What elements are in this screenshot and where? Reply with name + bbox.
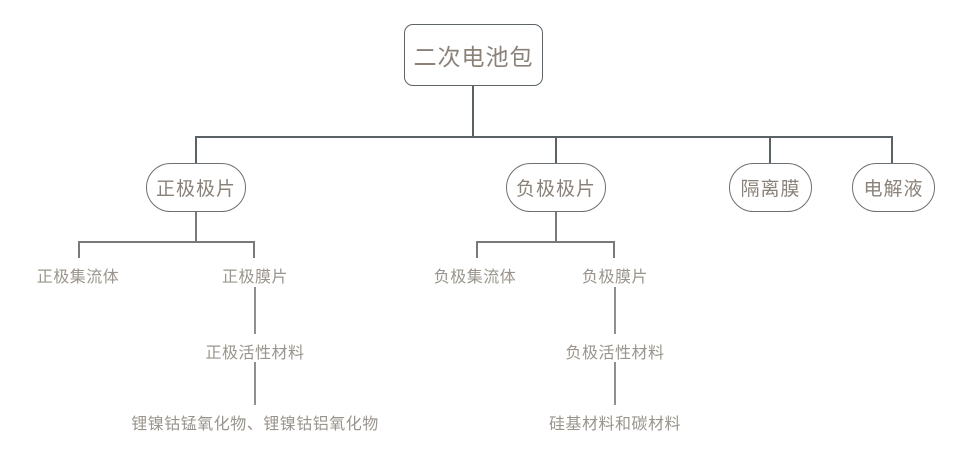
node-cathode-materials: 锂镍钴锰氧化物、锂镍钴铝氧化物 [131, 416, 379, 433]
node-cathode-film: 正极膜片 [221, 269, 289, 286]
node-anode-electrode-label: 负极极片 [515, 179, 596, 200]
node-cathode-current-collector: 正极集流体 [36, 269, 120, 286]
node-anode-current-collector: 负极集流体 [433, 269, 517, 286]
node-cathode-electrode-label: 正极极片 [155, 179, 236, 200]
node-separator[interactable]: 隔离膜 [729, 163, 812, 212]
node-cathode-electrode[interactable]: 正极极片 [146, 163, 246, 212]
node-battery-pack[interactable]: 二次电池包 [404, 24, 543, 86]
node-cathode-active-material: 正极活性材料 [205, 345, 305, 362]
node-battery-pack-label: 二次电池包 [413, 44, 534, 70]
node-anode-active-material: 负极活性材料 [565, 345, 665, 362]
node-electrolyte[interactable]: 电解液 [852, 163, 935, 212]
node-electrolyte-label: 电解液 [863, 179, 924, 200]
node-anode-materials: 硅基材料和碳材料 [548, 416, 682, 433]
node-separator-label: 隔离膜 [740, 179, 801, 200]
node-anode-electrode[interactable]: 负极极片 [506, 163, 606, 212]
node-anode-film: 负极膜片 [581, 269, 649, 286]
